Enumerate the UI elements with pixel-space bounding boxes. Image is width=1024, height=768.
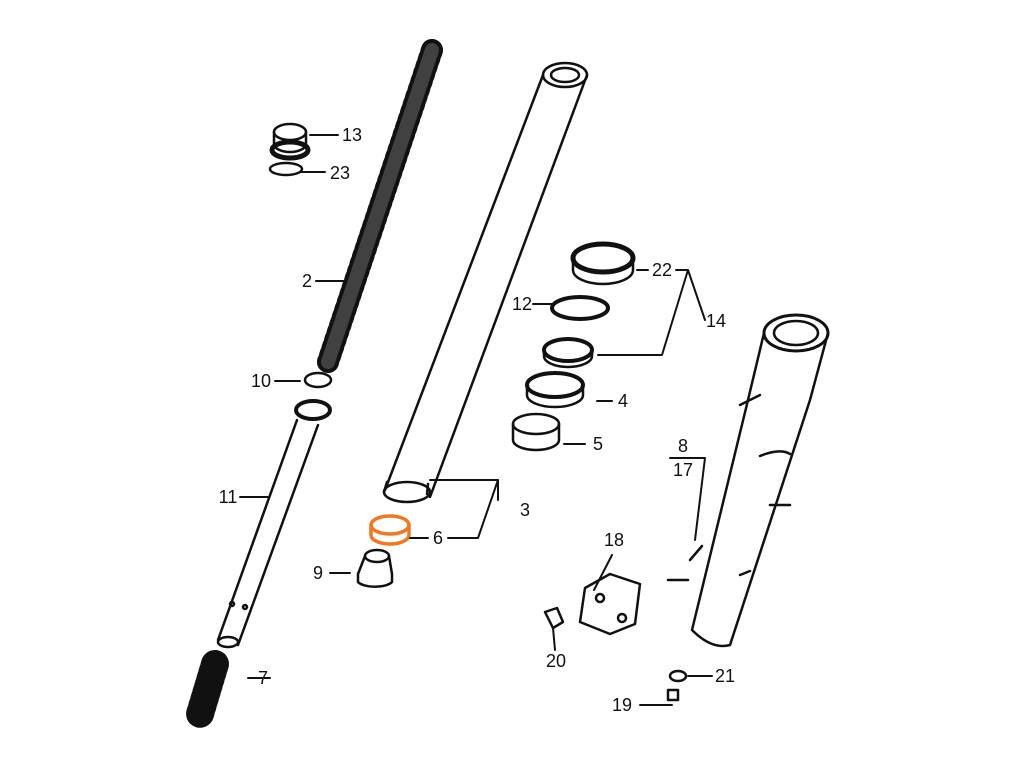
- callout-23[interactable]: 23: [329, 163, 351, 183]
- part-6-highlighted[interactable]: [369, 514, 411, 546]
- callout-14[interactable]: 14: [705, 311, 727, 331]
- callout-22[interactable]: 22: [651, 260, 673, 280]
- callout-11[interactable]: 11: [218, 487, 238, 507]
- callout-9[interactable]: 9: [312, 563, 324, 583]
- part-cap-bolt[interactable]: [269, 122, 311, 161]
- callout-10[interactable]: 10: [250, 371, 272, 391]
- part-oil-seal[interactable]: [542, 337, 594, 369]
- part-fork-spring[interactable]: [317, 39, 443, 373]
- part-fork-tube[interactable]: [382, 61, 589, 504]
- callout-5[interactable]: 5: [592, 434, 604, 454]
- part-fork-piston[interactable]: [216, 371, 333, 649]
- callout-21[interactable]: 21: [714, 666, 736, 686]
- callout-20[interactable]: 20: [545, 651, 567, 671]
- callout-4[interactable]: 4: [617, 391, 629, 411]
- callout-18[interactable]: 18: [603, 530, 625, 550]
- callout-6[interactable]: 6: [432, 528, 444, 548]
- callout-12[interactable]: 12: [511, 294, 533, 314]
- part-rebound-spring[interactable]: [186, 650, 229, 728]
- callout-17[interactable]: 17: [672, 460, 694, 480]
- part-bolt-20[interactable]: [543, 606, 565, 630]
- callout-19[interactable]: 19: [611, 695, 633, 715]
- callout-13[interactable]: 13: [341, 125, 363, 145]
- part-dust-seal[interactable]: [570, 241, 636, 286]
- part-o-ring[interactable]: [268, 161, 304, 177]
- part-bushing[interactable]: [525, 371, 585, 409]
- leader-lines: [239, 134, 713, 706]
- part-guide-bushing[interactable]: [511, 412, 561, 452]
- callout-3[interactable]: 3: [519, 500, 531, 520]
- part-oil-lock-piece[interactable]: [356, 548, 394, 588]
- callout-2[interactable]: 2: [301, 271, 313, 291]
- callout-7[interactable]: 7: [257, 668, 269, 688]
- part-bolt-19[interactable]: [666, 688, 680, 702]
- part-washer-21[interactable]: [668, 669, 688, 683]
- part-stopper-ring[interactable]: [550, 295, 610, 321]
- part-fork-slider[interactable]: [666, 313, 830, 648]
- callout-8[interactable]: 8: [677, 436, 689, 456]
- part-axle-holder[interactable]: [578, 572, 642, 636]
